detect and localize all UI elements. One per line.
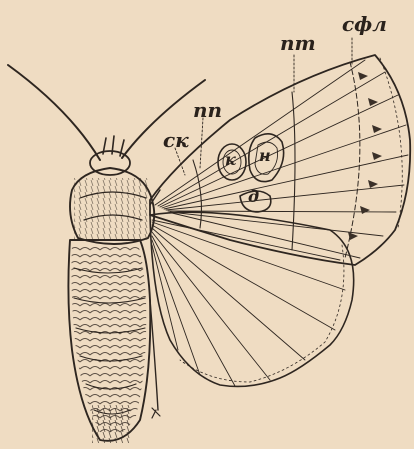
fore-wing (150, 55, 410, 265)
label-pt: пт (280, 33, 316, 53)
palps (103, 136, 124, 156)
label-sk: ск (163, 130, 189, 150)
label-n: н (259, 148, 271, 164)
leg-foot (152, 408, 160, 418)
fore-wing-fringe (380, 58, 402, 228)
label-sfl: сфл (342, 14, 387, 34)
label-d: д (248, 189, 259, 205)
label-pp: пп (193, 100, 222, 120)
submarginal-spots (348, 72, 382, 240)
antemedial-line (193, 160, 201, 228)
hind-wing-fringe (180, 245, 344, 382)
left-antenna (8, 65, 100, 160)
label-k: к (225, 152, 236, 168)
